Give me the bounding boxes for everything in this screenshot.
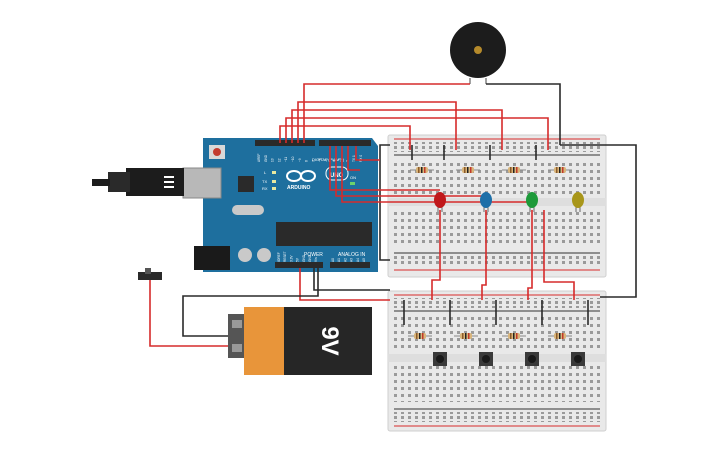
- arduino-uno-text: UNO: [330, 173, 344, 179]
- resistor-bottom-2[interactable]: [502, 333, 526, 339]
- resistor-bottom-1[interactable]: [454, 333, 478, 339]
- pushbuttons: [433, 352, 585, 366]
- wires: [149, 83, 637, 347]
- led-2[interactable]: [526, 192, 538, 212]
- resistor-top-2[interactable]: [502, 167, 526, 173]
- analog-pin-label-2: A2: [343, 258, 347, 262]
- resistors-top: [410, 167, 572, 173]
- power-pin-label-4: GND: [302, 254, 306, 262]
- pushbutton-0[interactable]: [433, 352, 447, 366]
- resistor-top-0[interactable]: [410, 167, 434, 173]
- pushbutton-1[interactable]: [479, 352, 493, 366]
- power-pin-label-0: IOREF: [277, 252, 281, 262]
- arduino-logo-icon: [286, 170, 316, 182]
- digital-pin-label-1: GND: [264, 154, 268, 162]
- rx-led-label: RX: [262, 186, 268, 191]
- pushbutton-3[interactable]: [571, 352, 585, 366]
- digital-pin-label-6: ~9: [298, 158, 302, 162]
- analog-pin-label-5: A5: [362, 258, 366, 262]
- digital-pin-label-4: ~11: [284, 157, 288, 162]
- resistor-top-3[interactable]: [548, 167, 572, 173]
- slide-switch[interactable]: [138, 268, 162, 280]
- leds: [434, 192, 584, 212]
- tx-led-label: TX: [262, 179, 267, 184]
- led-3[interactable]: [572, 192, 584, 212]
- arduino-logo-text: ARDUINO: [287, 185, 310, 191]
- digital-pin-label-0: AREF: [257, 153, 261, 162]
- analog-pin-label-0: A0: [331, 258, 335, 262]
- digital-pin-label-5: ~10: [291, 156, 295, 162]
- breadboard-bottom: [387, 290, 607, 432]
- header-power-label: POWER: [304, 252, 323, 258]
- battery-label: 9V: [316, 326, 343, 355]
- battery-9v[interactable]: 9V: [228, 307, 372, 375]
- digital-pin-label-7: 8: [305, 160, 309, 162]
- digital-pin-label-15: RX 0: [359, 155, 363, 162]
- analog-pin-label-1: A1: [337, 258, 341, 262]
- breadboard-top: [387, 134, 607, 278]
- led-0[interactable]: [434, 192, 446, 212]
- on-led-label: ON: [350, 175, 356, 180]
- resistor-top-1[interactable]: [456, 167, 480, 173]
- led-1[interactable]: [480, 192, 492, 212]
- l-led-label: L: [264, 170, 267, 175]
- arduino-uno-board[interactable]: [182, 138, 378, 272]
- header-digital-label: DIGITAL (PWM ~): [312, 157, 345, 162]
- power-pin-label-5: GND: [308, 254, 312, 262]
- digital-pin-label-3: 12: [277, 158, 281, 162]
- resistors-bottom: [408, 333, 572, 339]
- piezo-buzzer[interactable]: [450, 22, 506, 84]
- resistor-bottom-3[interactable]: [548, 333, 572, 339]
- digital-pin-label-9: ~6: [318, 158, 322, 162]
- digital-pin-label-8: 7: [311, 160, 315, 162]
- header-analog-label: ANALOG IN: [338, 252, 366, 258]
- pushbutton-2[interactable]: [525, 352, 539, 366]
- analog-pin-label-4: A4: [356, 258, 360, 262]
- digital-pin-label-14: TX 1: [352, 155, 356, 162]
- usb-cable: [92, 168, 184, 196]
- resistor-bottom-0[interactable]: [408, 333, 432, 339]
- power-pin-label-1: RESET: [283, 251, 287, 262]
- digital-pin-label-12: ~3: [339, 158, 343, 162]
- digital-pin-label-2: 13: [271, 158, 275, 162]
- digital-pin-label-11: 4: [332, 160, 336, 162]
- power-pin-label-2: 3.3V: [289, 255, 293, 262]
- power-pin-label-6: Vin: [314, 257, 318, 262]
- analog-pin-label-3: A3: [350, 258, 354, 262]
- digital-pin-label-10: ~5: [325, 158, 329, 162]
- power-pin-label-3: 5V: [296, 257, 300, 262]
